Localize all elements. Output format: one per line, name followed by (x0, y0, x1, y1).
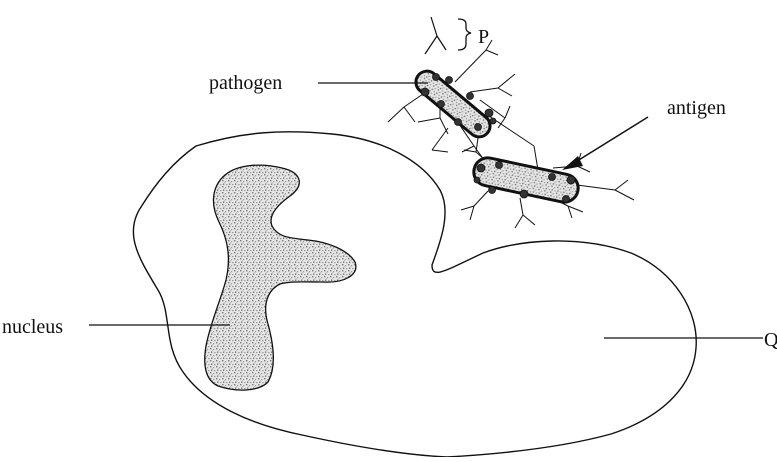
antibody-p-icon (425, 17, 446, 54)
nucleus-shape (205, 165, 356, 390)
p-bracket (458, 19, 471, 50)
pathogen-lower (461, 138, 634, 228)
antigen-arrow (562, 117, 648, 170)
label-pathogen: pathogen (209, 72, 282, 94)
label-antigen: antigen (667, 97, 726, 119)
label-q: Q (764, 329, 777, 351)
label-p: P (478, 26, 489, 48)
pathogen-upper (388, 40, 538, 170)
label-nucleus: nucleus (2, 316, 63, 338)
phagocyte-cell-membrane (133, 132, 696, 457)
